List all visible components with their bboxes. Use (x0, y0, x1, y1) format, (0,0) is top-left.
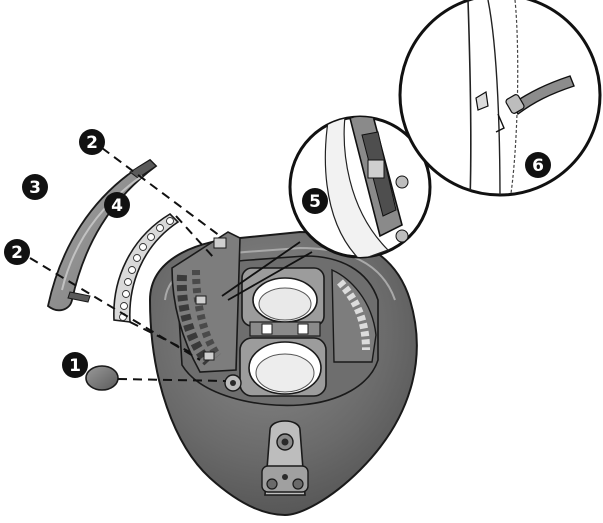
callout-badge-1: 1 (62, 352, 88, 378)
outlet-port (261, 420, 309, 496)
callout-badge-2-bottom: 2 (4, 239, 30, 265)
callout-label-3: 3 (29, 178, 41, 198)
detail-leader-lines (221, 241, 313, 301)
callout-label-2-bottom: 2 (11, 243, 23, 263)
filter-strip (113, 212, 180, 323)
guide-line-plug (117, 378, 227, 382)
left-filter-bay (171, 231, 241, 373)
plug-socket (224, 374, 242, 392)
upper-chamber (241, 267, 325, 327)
callout-badge-5: 5 (302, 188, 328, 214)
base-housing (148, 230, 418, 517)
lower-chamber (239, 337, 327, 397)
plug-cap (85, 365, 119, 391)
callout-badge-2-top: 2 (79, 129, 105, 155)
callout-badge-6: 6 (525, 152, 551, 178)
guide-line-screw-top (101, 147, 221, 237)
right-filter-bay (331, 268, 377, 363)
detail-view-hose (398, 0, 602, 197)
callout-label-1: 1 (69, 356, 81, 376)
detail-view-latch (288, 115, 432, 259)
divider-bridge (249, 321, 321, 337)
guide-line-filter-bottom (129, 321, 191, 353)
curved-cover-panel (47, 158, 158, 312)
assembly-guide-lines (29, 147, 227, 382)
callout-label-4: 4 (111, 196, 123, 216)
callout-label-2-top: 2 (86, 133, 98, 153)
callout-badge-4: 4 (104, 192, 130, 218)
callout-badge-3: 3 (22, 174, 48, 200)
callout-label-6: 6 (532, 156, 544, 176)
callout-label-5: 5 (309, 192, 321, 212)
guide-line-filter-top (175, 215, 215, 259)
